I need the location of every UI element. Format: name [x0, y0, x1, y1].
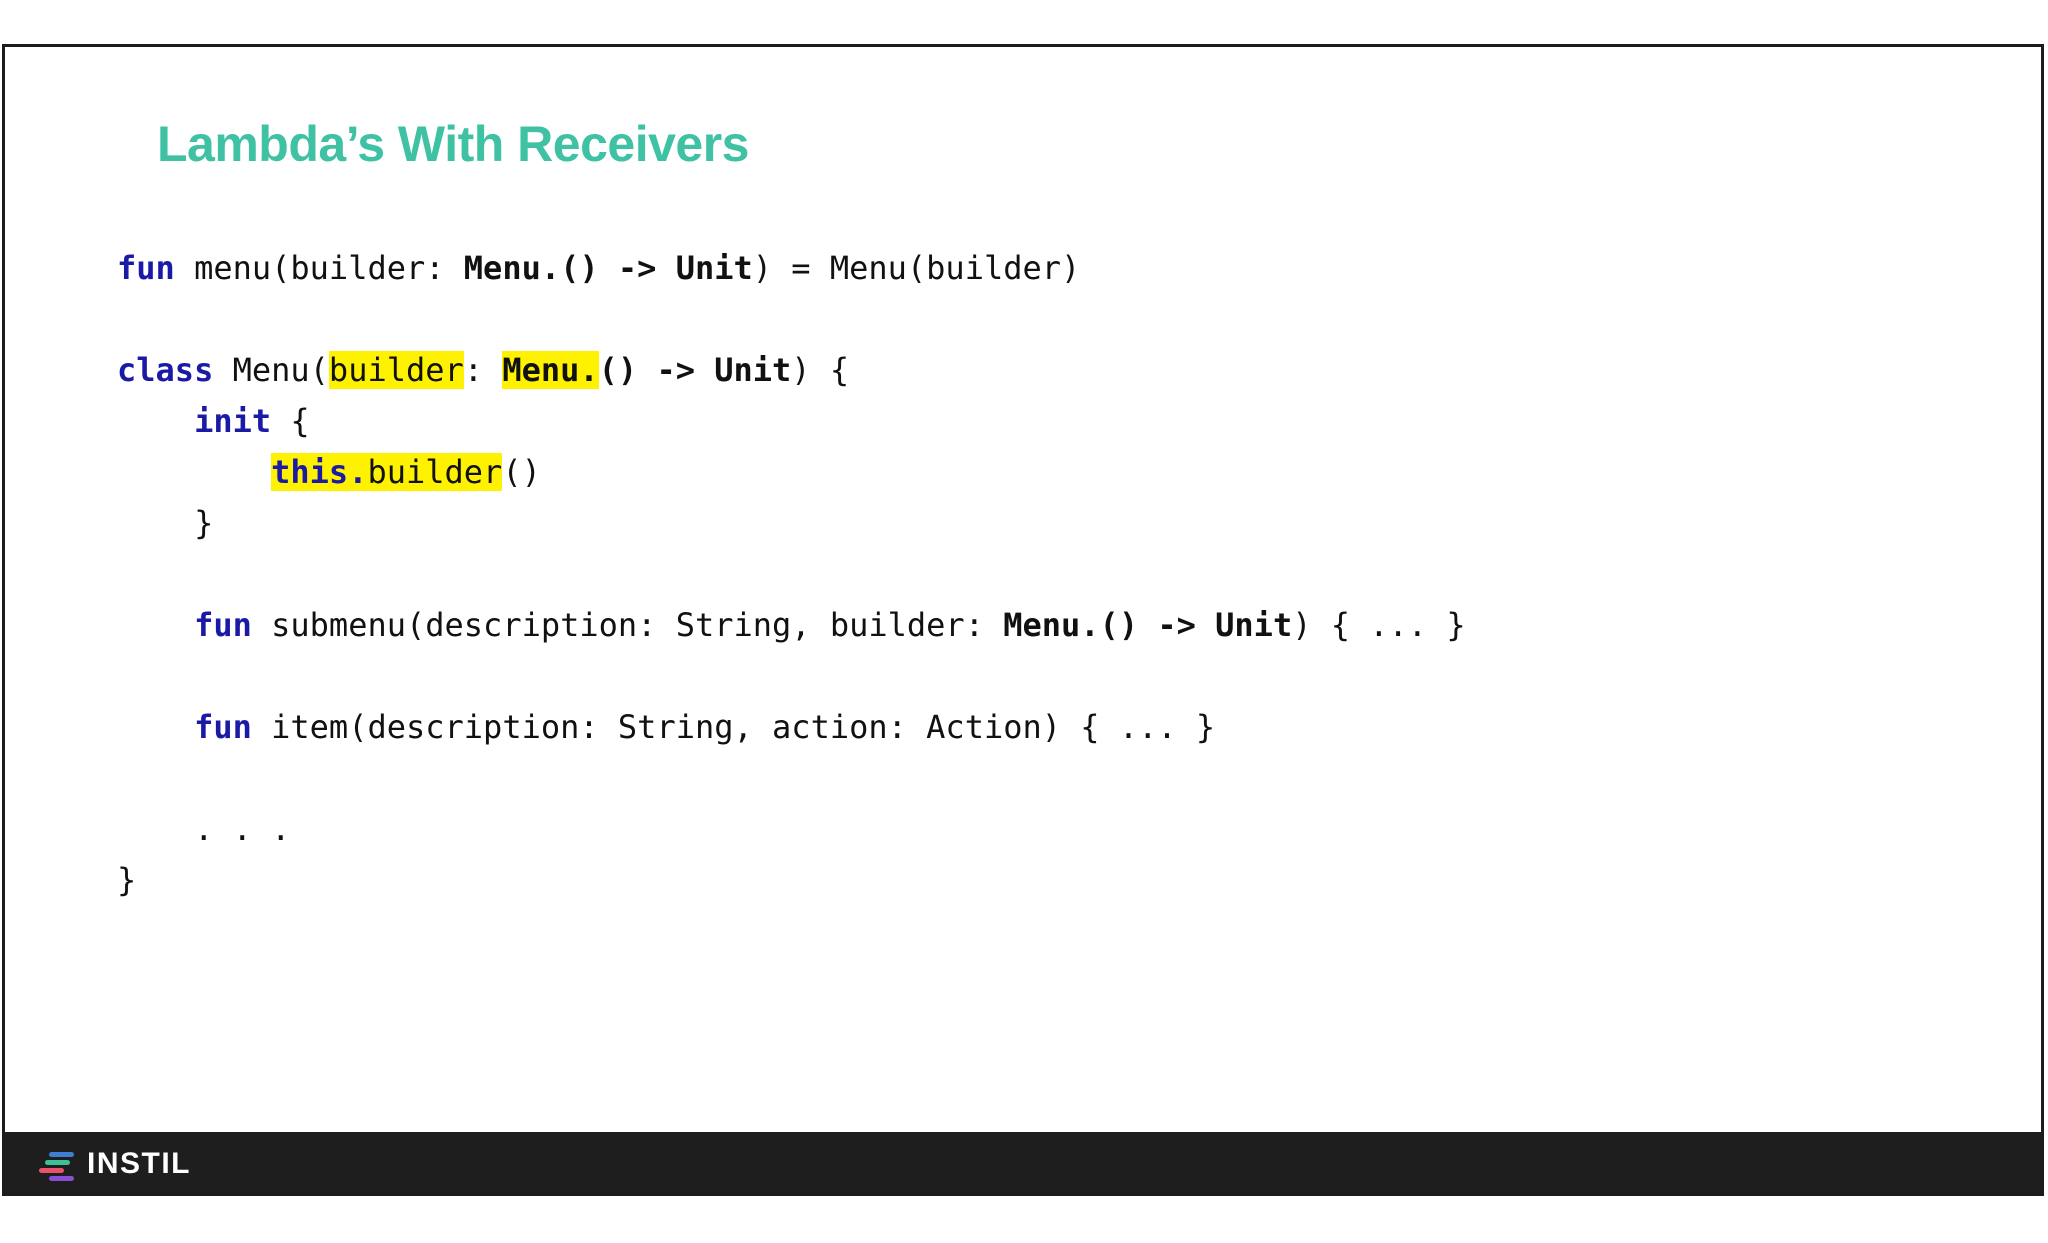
- line-this-builder-seg-0: [117, 453, 271, 491]
- line-fun-menu-seg-3: ) = Menu(builder): [752, 249, 1081, 287]
- code-block: fun menu(builder: Menu.() -> Unit) = Men…: [117, 243, 1466, 906]
- line-init-open-seg-2: {: [271, 402, 310, 440]
- line-fun-submenu: fun submenu(description: String, builder…: [117, 600, 1466, 651]
- line-init-close-seg-0: }: [117, 504, 214, 542]
- line-class-close: }: [117, 855, 1466, 906]
- logo-bar-purple: [49, 1176, 74, 1181]
- logo-bar-blue: [49, 1152, 74, 1157]
- line-init-open-seg-1: init: [194, 402, 272, 440]
- line-fun-item-seg-1: fun: [194, 708, 272, 746]
- line-this-builder-seg-2: builder: [367, 453, 503, 491]
- line-fun-item: fun item(description: String, action: Ac…: [117, 702, 1466, 753]
- line-class-menu-seg-2: builder: [328, 351, 464, 389]
- line-class-menu-seg-1: Menu(: [232, 351, 329, 389]
- line-fun-submenu-seg-3: Menu.() -> Unit: [1003, 606, 1293, 644]
- instil-bars-icon: [37, 1147, 75, 1181]
- line-class-menu-seg-5: () -> Unit: [598, 351, 792, 389]
- slide-frame: Lambda’s With Receivers fun menu(builder…: [2, 44, 2044, 1196]
- line-init-close: }: [117, 498, 1466, 549]
- line-fun-submenu-seg-2: submenu(description: String, builder:: [271, 606, 1004, 644]
- logo-bar-red: [39, 1168, 64, 1173]
- line-fun-submenu-seg-4: ) { ... }: [1292, 606, 1466, 644]
- brand-wordmark: INSTIL: [87, 1147, 191, 1180]
- line-init-open-seg-0: [117, 402, 194, 440]
- line-fun-menu-seg-0: fun: [117, 249, 195, 287]
- line-fun-submenu-seg-1: fun: [194, 606, 272, 644]
- line-blank-2: [117, 549, 1466, 600]
- line-fun-item-seg-2: item(description: String, action: Action…: [271, 708, 1216, 746]
- line-class-menu-seg-0: class: [117, 351, 233, 389]
- line-fun-menu: fun menu(builder: Menu.() -> Unit) = Men…: [117, 243, 1466, 294]
- line-fun-menu-seg-1: menu(builder:: [194, 249, 464, 287]
- line-class-menu-seg-6: ) {: [791, 351, 850, 389]
- line-class-close-seg-0: }: [117, 861, 137, 899]
- line-blank-4: [117, 753, 1466, 804]
- page-title: Lambda’s With Receivers: [157, 116, 749, 172]
- line-this-builder: this.builder(): [117, 447, 1466, 498]
- line-blank-1: [117, 294, 1466, 345]
- logo-bar-green: [45, 1160, 70, 1165]
- line-this-builder-seg-1: this.: [271, 453, 368, 491]
- line-init-open: init {: [117, 396, 1466, 447]
- line-ellipsis-seg-0: . . .: [117, 810, 291, 848]
- line-fun-menu-seg-2: Menu.() -> Unit: [463, 249, 753, 287]
- line-fun-item-seg-0: [117, 708, 194, 746]
- line-this-builder-seg-3: (): [502, 453, 541, 491]
- line-class-menu: class Menu(builder: Menu.() -> Unit) {: [117, 345, 1466, 396]
- line-class-menu-seg-4: Menu.: [502, 351, 599, 389]
- brand-logo: INSTIL: [37, 1147, 191, 1181]
- line-blank-3: [117, 651, 1466, 702]
- line-ellipsis: . . .: [117, 804, 1466, 855]
- line-fun-submenu-seg-0: [117, 606, 194, 644]
- line-class-menu-seg-3: :: [463, 351, 503, 389]
- footer-bar: INSTIL: [5, 1132, 2041, 1193]
